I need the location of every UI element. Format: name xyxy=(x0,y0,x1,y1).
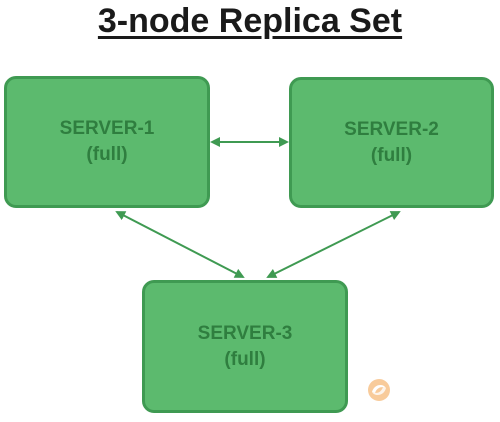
server-1-node: SERVER-1 (full) xyxy=(4,76,210,208)
server-2-node: SERVER-2 (full) xyxy=(289,77,494,208)
link-server2-server3 xyxy=(266,211,401,278)
link-server1-server3 xyxy=(115,211,245,278)
server-2-label: SERVER-2 xyxy=(344,118,439,140)
server-3-label: SERVER-3 xyxy=(197,322,293,344)
server-3-type: (full) xyxy=(224,348,266,370)
server-1-type: (full) xyxy=(86,144,128,165)
diagram-title: 3-node Replica Set xyxy=(97,2,403,40)
watermark: 创新互联 xyxy=(366,377,466,403)
server-1-label: SERVER-1 xyxy=(59,118,155,139)
server-2-type: (full) xyxy=(370,144,413,166)
watermark-text: 创新互联 xyxy=(398,382,467,401)
swirl-logo-icon xyxy=(368,379,390,401)
server-3-node: SERVER-3 (full) xyxy=(142,280,348,413)
